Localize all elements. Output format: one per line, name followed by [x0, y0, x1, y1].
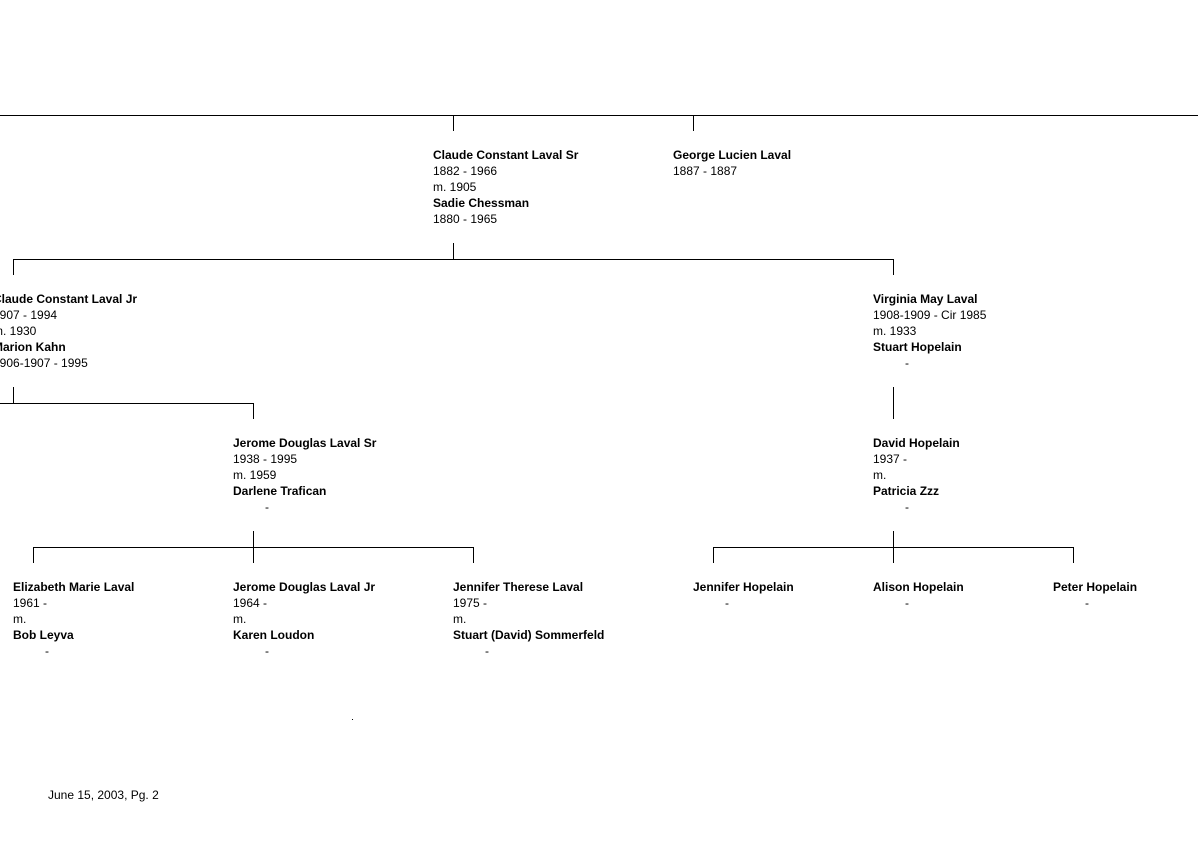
spouse-name: Darlene Trafican	[233, 484, 327, 498]
spouse-dates: -	[45, 644, 49, 658]
person-david-hopelain: David Hopelain 1937 - m. Patricia Zzz -	[873, 435, 960, 515]
person-peter-hopelain: Peter Hopelain -	[1053, 579, 1137, 611]
spouse-dates: -	[485, 644, 489, 658]
spouse-dates: 1880 - 1965	[433, 212, 498, 226]
page-footer: June 15, 2003, Pg. 2	[48, 788, 159, 802]
person-alison-hopelain: Alison Hopelain -	[873, 579, 964, 611]
spouse-name: Stuart Hopelain	[873, 340, 962, 354]
person-dates: 1975 -	[453, 596, 488, 610]
person-dates: 1961 -	[13, 596, 48, 610]
spouse-dates: -	[905, 356, 909, 370]
spouse-name: Karen Loudon	[233, 628, 315, 642]
person-name: George Lucien Laval	[673, 148, 792, 162]
person-name: Peter Hopelain	[1053, 580, 1138, 594]
person-virginia-may-laval: Virginia May Laval 1908-1909 - Cir 1985 …	[873, 291, 986, 371]
person-george-lucien-laval: George Lucien Laval 1887 - 1887	[673, 147, 791, 179]
spouse-name: Marion Kahn	[0, 340, 66, 354]
stray-dot	[352, 719, 353, 720]
marriage-label: m.	[13, 612, 27, 626]
person-name: Jennifer Therese Laval	[453, 580, 584, 594]
marriage-label: m.	[453, 612, 467, 626]
spouse-name: Sadie Chessman	[433, 196, 530, 210]
person-dates: 1908-1909 - Cir 1985	[873, 308, 987, 322]
person-jennifer-hopelain: Jennifer Hopelain -	[693, 579, 794, 611]
person-claude-constant-laval-jr: Claude Constant Laval Jr 1907 - 1994 m. …	[0, 291, 137, 371]
person-name: Jennifer Hopelain	[693, 580, 794, 594]
marriage-label: m.	[233, 612, 247, 626]
person-dates: 1907 - 1994	[0, 308, 58, 322]
spouse-name: Patricia Zzz	[873, 484, 940, 498]
person-name: David Hopelain	[873, 436, 960, 450]
marriage-label: m. 1959	[233, 468, 277, 482]
person-jennifer-therese-laval: Jennifer Therese Laval 1975 - m. Stuart …	[453, 579, 604, 659]
person-dates: -	[1085, 596, 1089, 610]
marriage-label: m.	[873, 468, 887, 482]
spouse-name: Stuart (David) Sommerfeld	[453, 628, 605, 642]
person-name: Claude Constant Laval Jr	[0, 292, 138, 306]
person-dates: -	[725, 596, 729, 610]
person-name: Alison Hopelain	[873, 580, 964, 594]
spouse-name: Bob Leyva	[13, 628, 74, 642]
person-jerome-douglas-laval-sr: Jerome Douglas Laval Sr 1938 - 1995 m. 1…	[233, 435, 376, 515]
spouse-dates: -	[265, 644, 269, 658]
person-dates: 1964 -	[233, 596, 268, 610]
person-name: Elizabeth Marie Laval	[13, 580, 135, 594]
person-dates: 1938 - 1995	[233, 452, 298, 466]
person-claude-constant-laval-sr: Claude Constant Laval Sr 1882 - 1966 m. …	[433, 147, 578, 227]
marriage-label: m. 1933	[873, 324, 917, 338]
person-elizabeth-marie-laval: Elizabeth Marie Laval 1961 - m. Bob Leyv…	[13, 579, 134, 659]
person-name: Claude Constant Laval Sr	[433, 148, 579, 162]
person-name: Jerome Douglas Laval Jr	[233, 580, 376, 594]
person-jerome-douglas-laval-jr: Jerome Douglas Laval Jr 1964 - m. Karen …	[233, 579, 375, 659]
marriage-label: m. 1905	[433, 180, 477, 194]
person-name: Virginia May Laval	[873, 292, 978, 306]
person-dates: 1887 - 1887	[673, 164, 738, 178]
person-dates: 1937 -	[873, 452, 908, 466]
person-dates: -	[905, 596, 909, 610]
spouse-dates: -	[265, 500, 269, 514]
person-name: Jerome Douglas Laval Sr	[233, 436, 377, 450]
spouse-dates: -	[905, 500, 909, 514]
spouse-dates: 1906-1907 - 1995	[0, 356, 88, 370]
person-dates: 1882 - 1966	[433, 164, 498, 178]
marriage-label: m. 1930	[0, 324, 37, 338]
